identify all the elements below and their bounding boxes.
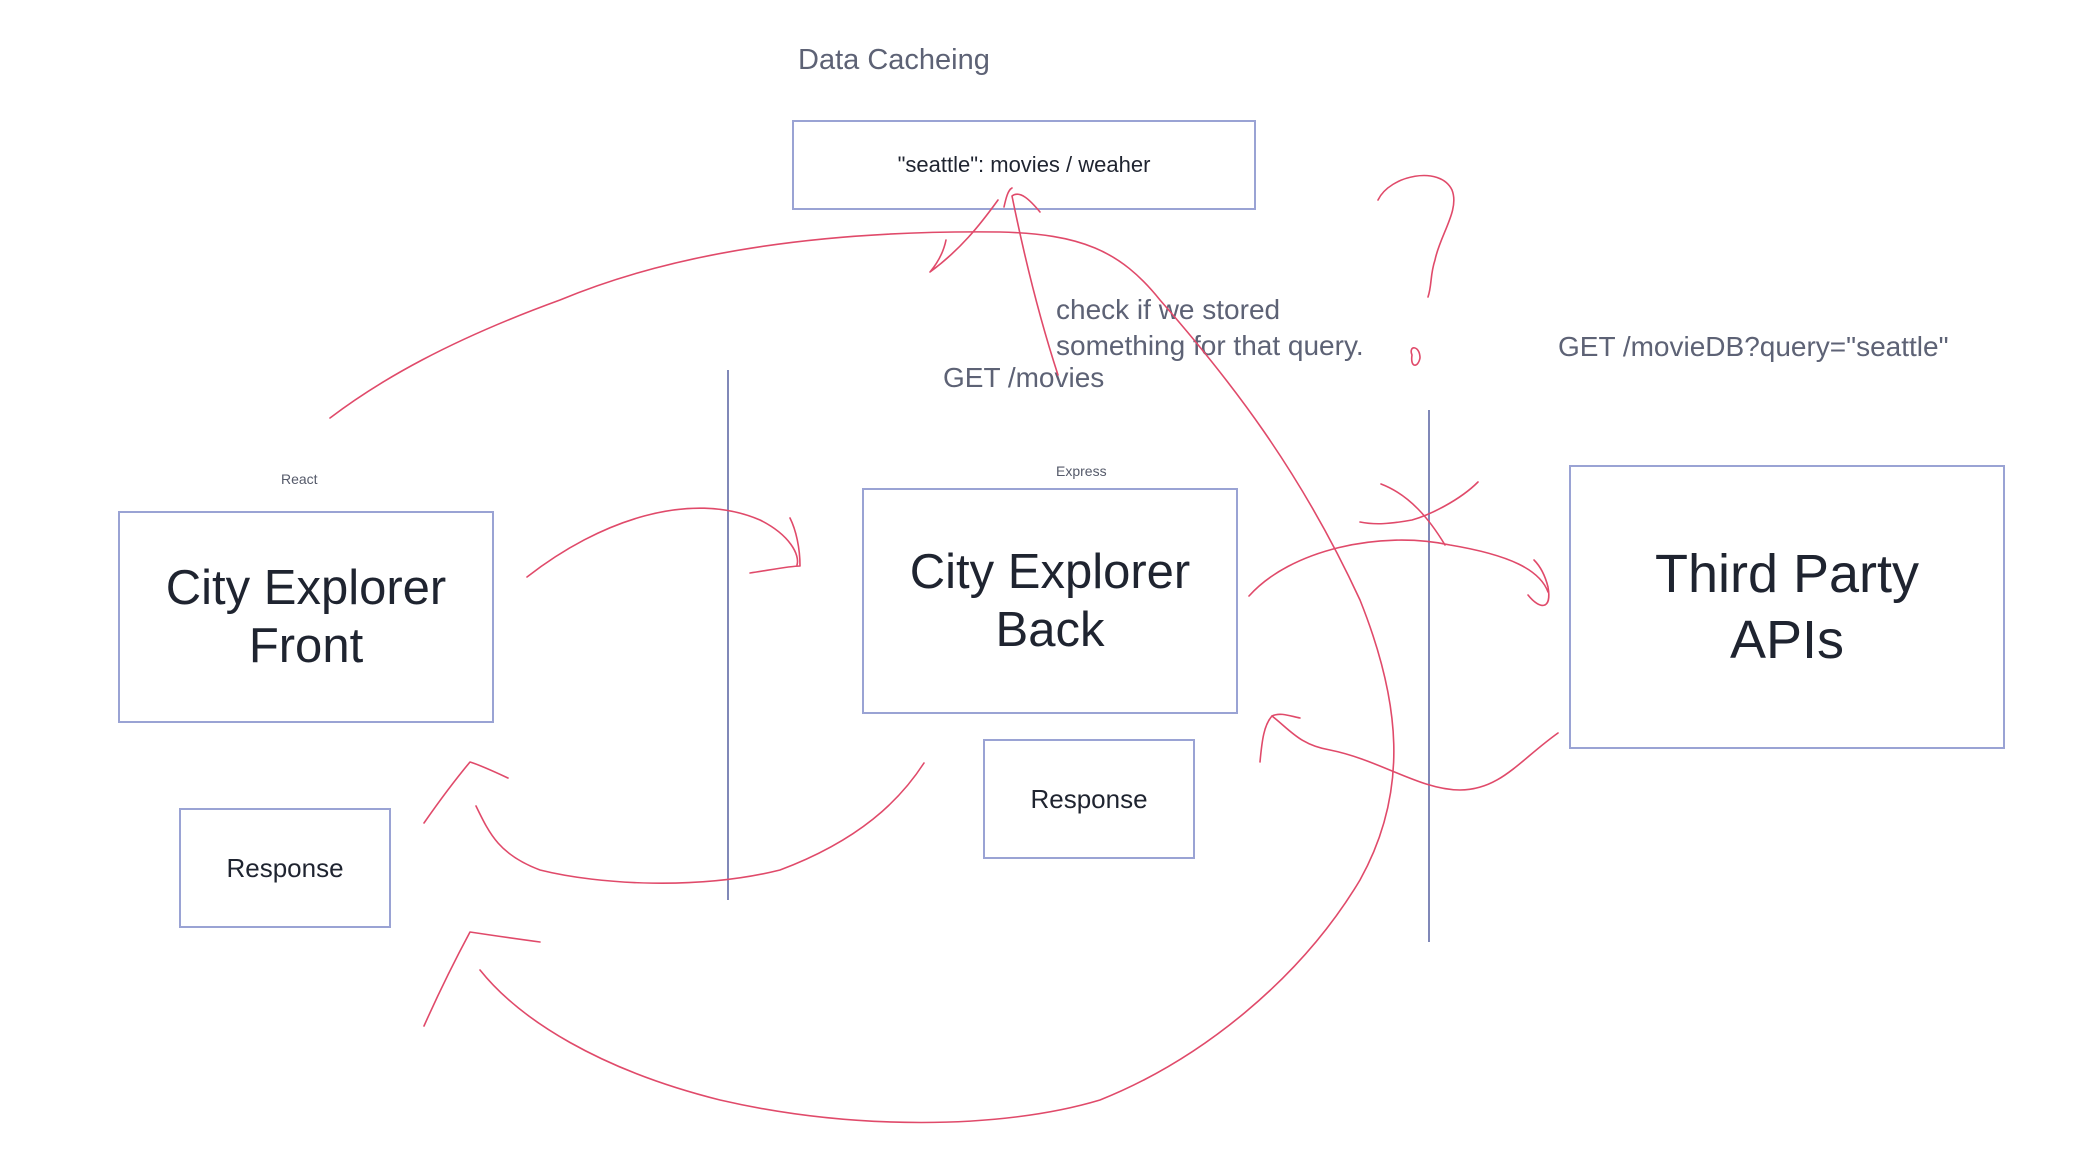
cache-box-text: "seattle": movies / weaher: [897, 152, 1151, 177]
arrow-back-to-front-head: [423, 761, 509, 824]
arrow-back-to-cache: [1011, 193, 1059, 376]
backend-box: City Explorer Back: [862, 488, 1238, 714]
question-mark-dot: [1410, 347, 1421, 366]
question-mark-stroke: [1377, 174, 1455, 298]
arrow-front-to-back: [526, 507, 799, 578]
third-party-box-text: Third Party APIs: [1654, 544, 1920, 670]
get-movies-note: GET /movies: [943, 362, 1105, 393]
arrow-back-to-cache-head: [1003, 187, 1013, 208]
arrow-back-to-apis: [1248, 539, 1549, 597]
frontend-box-text: City Explorer Front: [165, 561, 447, 673]
arrow-cache-down: [929, 199, 999, 273]
check-cache-note: check if we stored something for that qu…: [1056, 294, 1364, 361]
frontend-box: City Explorer Front: [118, 511, 494, 723]
get-moviedb-note: GET /movieDB?query="seattle": [1558, 331, 1949, 362]
arrow-back-to-front: [475, 762, 925, 884]
arrow-front-to-back-head: [749, 517, 801, 574]
arrow-apis-to-back: [1271, 715, 1559, 791]
loop-cache-stroke: [329, 231, 1395, 1124]
response-left-text: Response: [226, 853, 344, 883]
backend-tag: Express: [1056, 463, 1107, 479]
response-mid-text: Response: [1030, 784, 1148, 814]
third-party-box: Third Party APIs: [1569, 465, 2005, 749]
frontend-tag: React: [281, 471, 318, 487]
diagram-title: Data Cacheing: [798, 44, 990, 76]
response-left-box: Response: [179, 808, 391, 928]
response-mid-box: Response: [983, 739, 1195, 859]
arrow-apis-to-back-head: [1259, 713, 1301, 763]
loop-cache-head: [423, 931, 541, 1027]
apis-check-stroke: [1380, 483, 1446, 546]
backend-box-text: City Explorer Back: [909, 545, 1191, 657]
apis-check-stroke-2: [1359, 481, 1479, 525]
cache-box: "seattle": movies / weaher: [792, 120, 1256, 210]
arrow-back-to-apis-head: [1527, 559, 1550, 607]
